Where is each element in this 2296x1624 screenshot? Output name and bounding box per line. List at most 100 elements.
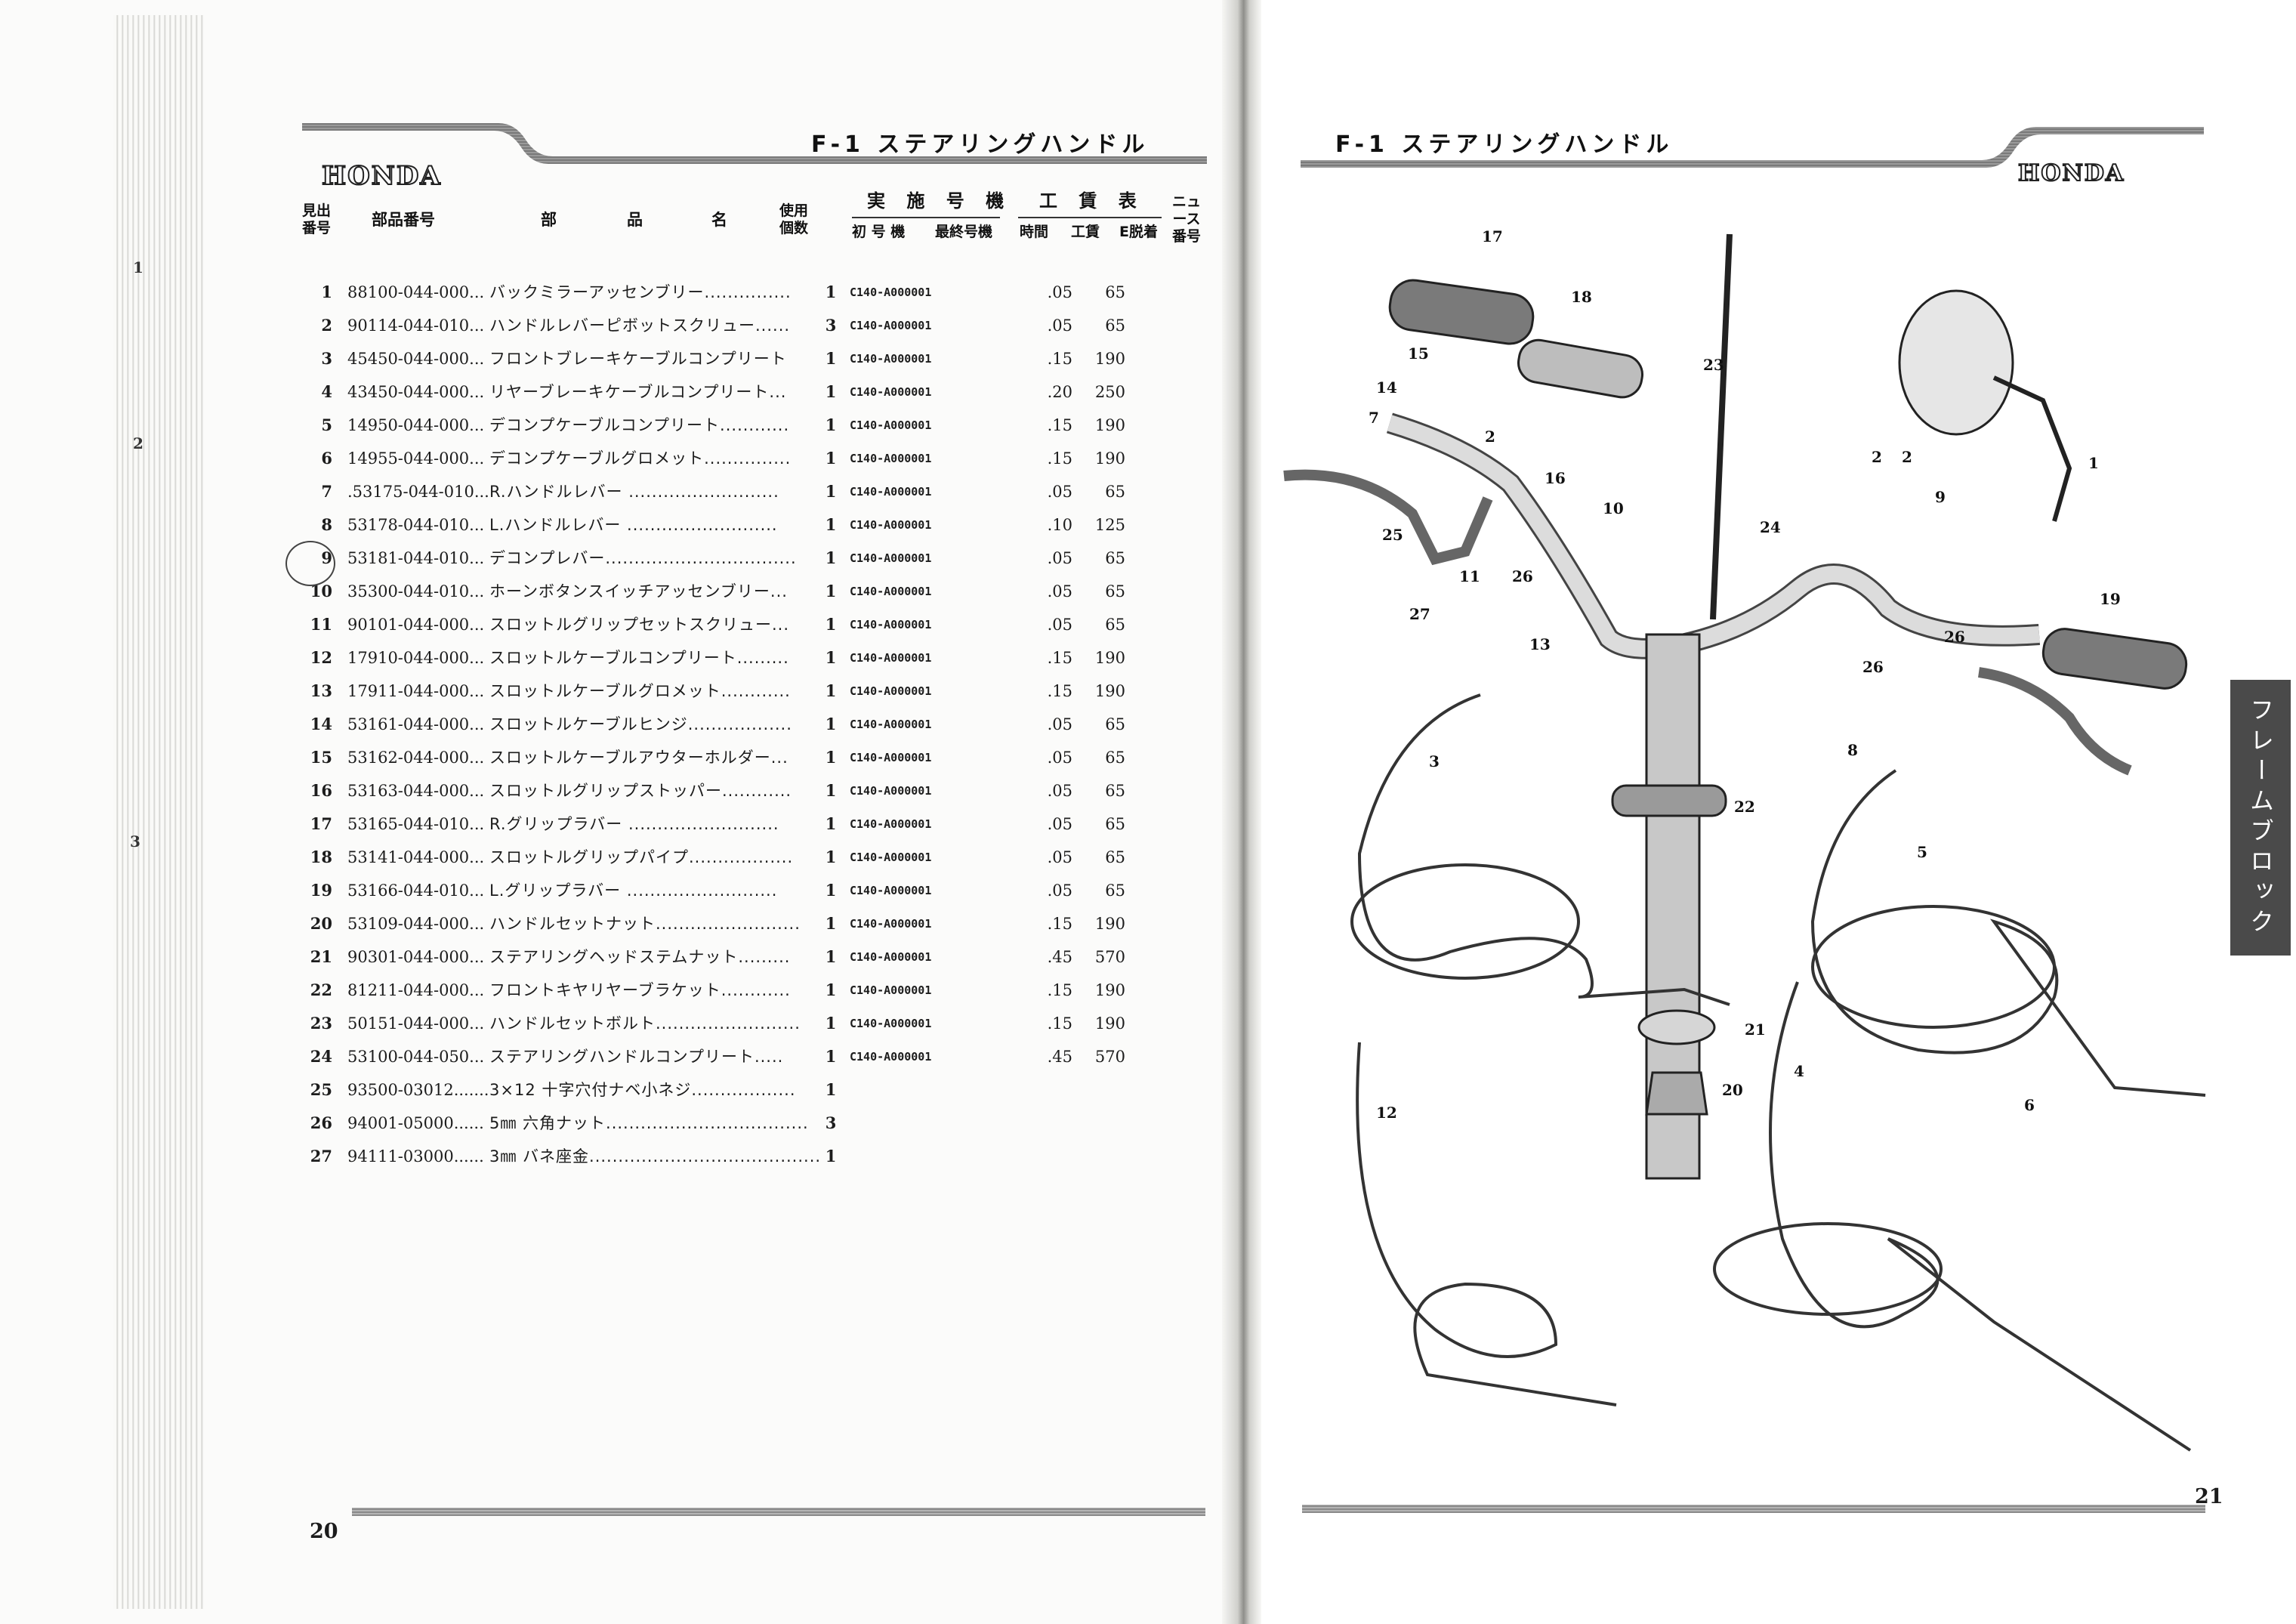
callout-26c: 26 bbox=[1862, 658, 1884, 676]
row-time: .15 bbox=[1047, 1014, 1072, 1033]
row-wage: 190 bbox=[1094, 649, 1125, 667]
row-part-name: L.ハンドルレバー .......................... bbox=[489, 516, 778, 534]
row-wage: 65 bbox=[1105, 549, 1125, 567]
row-part-name: L.グリップラバー .......................... bbox=[489, 881, 778, 900]
stem-nut-21 bbox=[1637, 1009, 1716, 1045]
row-time: .10 bbox=[1047, 516, 1072, 534]
row-first-serial: C140-A000001 bbox=[850, 286, 932, 299]
row-ref-no: 23 bbox=[310, 1014, 332, 1033]
row-qty: 1 bbox=[825, 848, 837, 866]
grip-18 bbox=[1517, 338, 1643, 399]
set-nut-20 bbox=[1645, 1071, 1708, 1116]
col-header-serial-group: 実 施 号 機 bbox=[867, 190, 1012, 211]
row-part-name: リヤーブレーキケーブルコンプリート... bbox=[489, 383, 787, 401]
header-bar-left bbox=[302, 123, 1207, 164]
row-qty: 1 bbox=[825, 715, 837, 733]
row-time: .15 bbox=[1047, 449, 1072, 468]
callout-5: 5 bbox=[1917, 843, 1927, 861]
row-qty: 1 bbox=[825, 415, 837, 434]
row-part-name: スロットルケーブルコンプリート......... bbox=[489, 649, 789, 667]
row-ref-no: 22 bbox=[310, 980, 332, 999]
row-part-no: 53141-044-000... bbox=[347, 848, 485, 866]
row-part-no: 53181-044-010... bbox=[347, 549, 485, 567]
col-header-labor-group: 工 賃 表 bbox=[1039, 190, 1144, 211]
row-part-name: R.ハンドルレバー .......................... bbox=[489, 483, 779, 501]
mirror-head bbox=[1898, 289, 2014, 436]
exploded-parts-diagram: 17 18 23 15 14 7 2 16 10 25 11 26 27 13 … bbox=[1283, 227, 2206, 1452]
row-part-no: 17910-044-000... bbox=[347, 649, 485, 667]
row-part-no: 14955-044-000... bbox=[347, 449, 485, 468]
row-part-no: 93500-03012....... bbox=[347, 1081, 489, 1099]
row-time: .15 bbox=[1047, 350, 1072, 368]
honda-logo-right: HONDA bbox=[2017, 159, 2125, 187]
row-first-serial: C140-A000001 bbox=[850, 452, 932, 465]
col-header-wage: 工賃 bbox=[1071, 224, 1100, 240]
callout-19: 19 bbox=[2100, 590, 2121, 608]
row-first-serial: C140-A000001 bbox=[850, 385, 932, 399]
row-time: .15 bbox=[1047, 649, 1072, 667]
row-ref-no: 19 bbox=[310, 881, 332, 900]
row-part-no: 45450-044-000... bbox=[347, 350, 485, 368]
section-title: F-1 ステアリングハンドル bbox=[811, 131, 1150, 158]
row-ref-no: 7 bbox=[321, 482, 332, 501]
callout-9: 9 bbox=[1935, 488, 1946, 506]
row-ref-no: 13 bbox=[310, 681, 332, 700]
book-spine bbox=[1222, 0, 1261, 1624]
row-wage: 190 bbox=[1094, 981, 1125, 999]
row-wage: 125 bbox=[1094, 516, 1125, 534]
callout-25: 25 bbox=[1382, 526, 1403, 544]
row-ref-no: 6 bbox=[321, 449, 332, 468]
row-qty: 3 bbox=[825, 316, 837, 335]
row-ref-no: 25 bbox=[310, 1080, 332, 1099]
row-qty: 1 bbox=[825, 515, 837, 534]
row-part-no: 53100-044-050... bbox=[347, 1048, 485, 1066]
row-wage: 190 bbox=[1094, 682, 1125, 700]
row-part-name: スロットルケーブルグロメット............ bbox=[489, 682, 791, 700]
col-header-part-name-3: 名 bbox=[711, 211, 727, 229]
row-ref-no: 16 bbox=[310, 781, 332, 800]
row-first-serial: C140-A000001 bbox=[850, 1050, 932, 1064]
row-first-serial: C140-A000001 bbox=[850, 352, 932, 366]
row-time: .15 bbox=[1047, 682, 1072, 700]
callout-3: 3 bbox=[1429, 752, 1440, 770]
row-qty: 1 bbox=[825, 615, 837, 634]
row-part-no: 53165-044-010... bbox=[347, 815, 485, 833]
row-wage: 65 bbox=[1105, 715, 1125, 733]
row-qty: 1 bbox=[825, 482, 837, 501]
row-qty: 1 bbox=[825, 548, 837, 567]
handwritten-circle-mark bbox=[285, 541, 335, 586]
row-qty: 1 bbox=[825, 947, 837, 966]
row-part-no: 43450-044-000... bbox=[347, 383, 485, 401]
row-part-no: 35300-044-010... bbox=[347, 582, 485, 601]
margin-mark: 3 bbox=[130, 832, 140, 851]
row-part-name: スロットルケーブルアウターホルダー... bbox=[489, 749, 788, 767]
row-part-no: 90301-044-000... bbox=[347, 948, 485, 966]
row-wage: 250 bbox=[1094, 383, 1125, 401]
row-time: .15 bbox=[1047, 981, 1072, 999]
row-time: .20 bbox=[1047, 383, 1072, 401]
page-edges bbox=[113, 15, 204, 1609]
row-time: .05 bbox=[1047, 582, 1072, 601]
row-qty: 1 bbox=[825, 648, 837, 667]
row-part-no: .53175-044-010... bbox=[347, 483, 489, 501]
row-qty: 3 bbox=[825, 1113, 837, 1132]
row-first-serial: C140-A000001 bbox=[850, 618, 932, 631]
row-part-name: R.グリップラバー .......................... bbox=[489, 815, 779, 833]
row-qty: 1 bbox=[825, 1147, 837, 1166]
row-ref-no: 14 bbox=[310, 715, 332, 733]
row-part-name: フロントキヤリヤーブラケット............ bbox=[489, 981, 791, 999]
col-header-qty: 使用 個数 bbox=[779, 202, 809, 236]
row-part-name: 3㎜ バネ座金.................................… bbox=[489, 1147, 822, 1166]
row-time: .05 bbox=[1047, 616, 1072, 634]
row-wage: 65 bbox=[1105, 582, 1125, 601]
